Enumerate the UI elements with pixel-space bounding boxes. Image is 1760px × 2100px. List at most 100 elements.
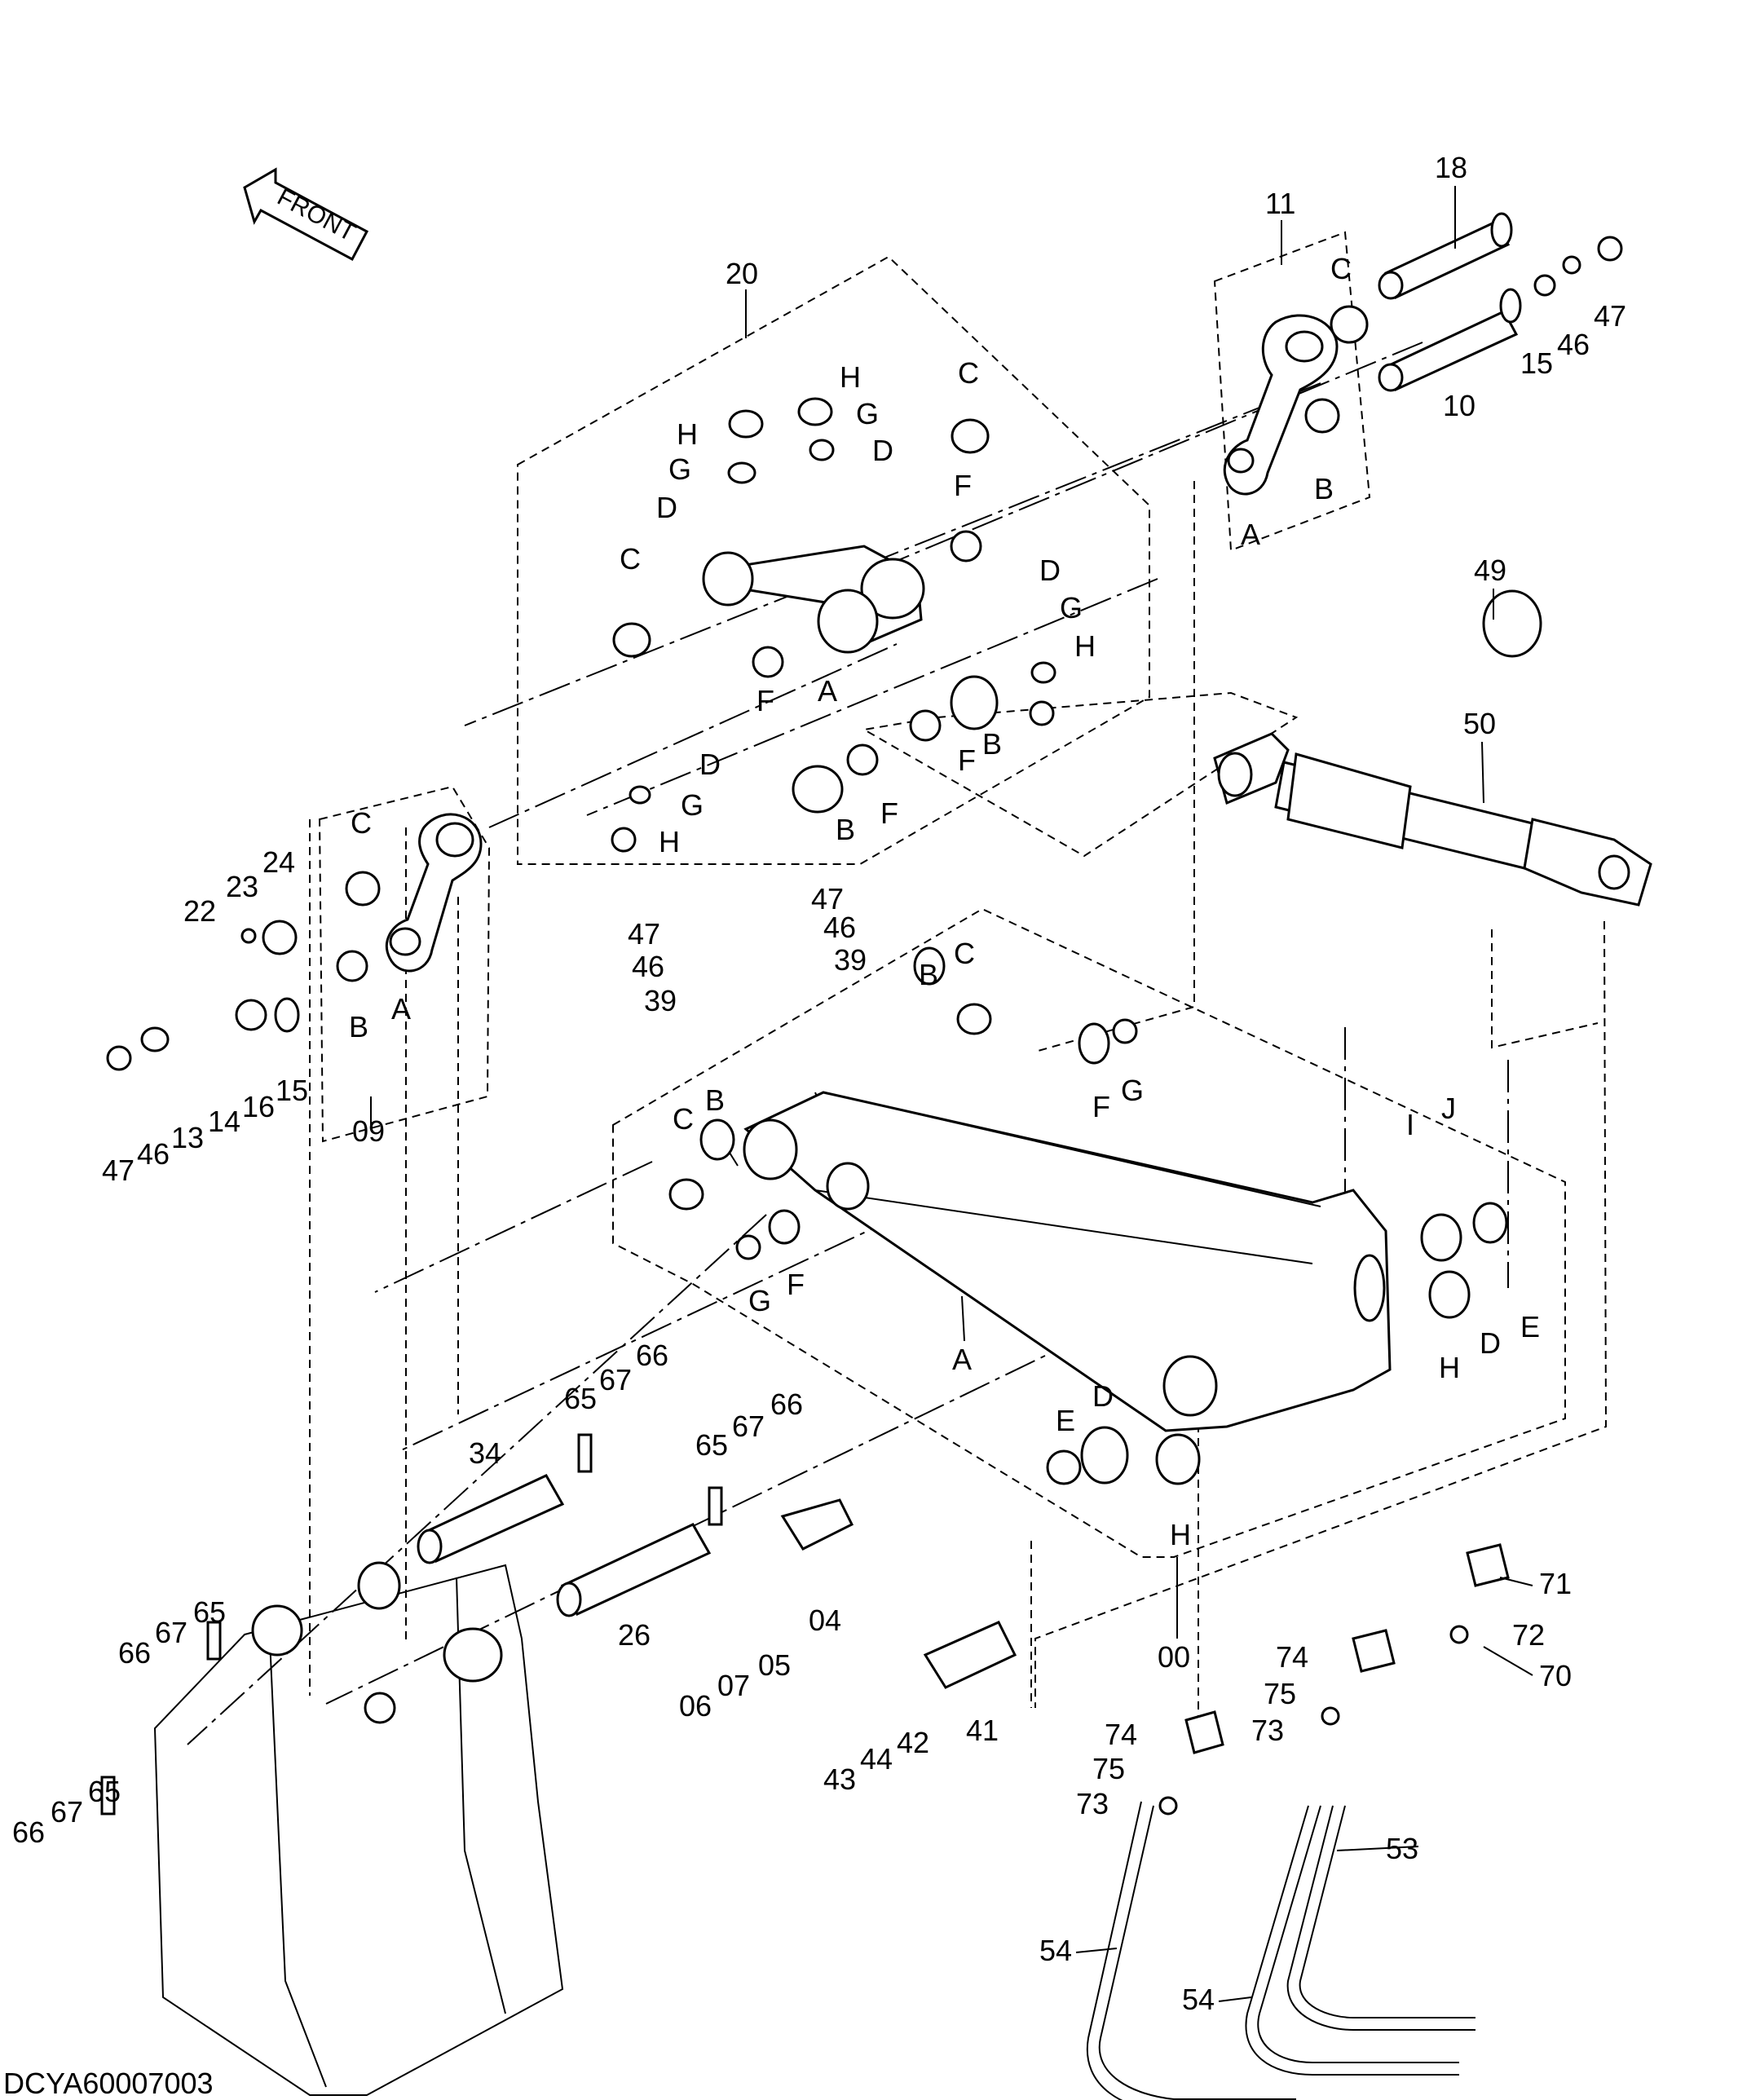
callout-54: 54 xyxy=(1039,1934,1072,1967)
callout-24: 24 xyxy=(262,845,295,879)
callout-47: 47 xyxy=(811,882,844,915)
callout-49: 49 xyxy=(1474,554,1506,587)
callout-47: 47 xyxy=(102,1154,135,1187)
callout-67: 67 xyxy=(155,1616,187,1649)
callout-23: 23 xyxy=(226,870,258,903)
callout-B: B xyxy=(705,1083,725,1117)
callout-71: 71 xyxy=(1539,1567,1572,1600)
callout-75: 75 xyxy=(1092,1752,1125,1785)
callout-E: E xyxy=(1520,1310,1540,1343)
callout-65: 65 xyxy=(564,1382,597,1415)
callout-04: 04 xyxy=(809,1604,841,1637)
callout-70: 70 xyxy=(1539,1659,1572,1692)
callout-16: 16 xyxy=(242,1090,275,1123)
callout-C: C xyxy=(673,1102,694,1136)
callout-F: F xyxy=(787,1268,805,1301)
hoses-53-54 xyxy=(1086,1543,1510,2100)
callout-J: J xyxy=(1441,1092,1456,1125)
callout-H: H xyxy=(1170,1518,1191,1551)
callout-20: 20 xyxy=(726,257,758,290)
callout-D: D xyxy=(1092,1379,1114,1413)
callout-22: 22 xyxy=(183,894,216,928)
callout-67: 67 xyxy=(51,1795,83,1829)
callout-65: 65 xyxy=(193,1595,226,1629)
long-dash-leaders xyxy=(309,481,1608,1720)
callout-39: 39 xyxy=(644,984,677,1017)
callout-50: 50 xyxy=(1463,707,1496,740)
callout-F: F xyxy=(954,469,972,502)
cylinder-outline xyxy=(862,691,1299,858)
callout-11: 11 xyxy=(1265,187,1295,220)
callout-labels: 18 11 C 15 46 47 10 B A 20 H G C D H G D… xyxy=(12,151,1626,2016)
callout-H: H xyxy=(659,825,680,858)
drawing-code: DCYA60007003 xyxy=(3,2067,214,2100)
callout-G: G xyxy=(1121,1074,1144,1107)
callout-C: C xyxy=(620,542,641,576)
callout-D: D xyxy=(872,434,893,467)
callout-26: 26 xyxy=(618,1618,651,1652)
callout-C: C xyxy=(958,356,979,390)
callout-F: F xyxy=(756,684,774,717)
callout-15: 15 xyxy=(276,1074,308,1107)
callout-H: H xyxy=(1439,1351,1460,1384)
callout-46: 46 xyxy=(1557,328,1590,361)
callout-18: 18 xyxy=(1435,151,1467,184)
callout-65: 65 xyxy=(88,1775,121,1808)
callout-C: C xyxy=(954,937,975,970)
pins-18-10 xyxy=(1378,212,1623,392)
callout-66: 66 xyxy=(636,1339,668,1372)
callout-B: B xyxy=(349,1010,368,1043)
callout-43: 43 xyxy=(823,1762,856,1796)
callout-74: 74 xyxy=(1105,1718,1137,1751)
callout-E: E xyxy=(1056,1404,1075,1437)
callout-75: 75 xyxy=(1264,1677,1296,1710)
callout-72: 72 xyxy=(1512,1618,1545,1652)
callout-05: 05 xyxy=(758,1648,791,1682)
callout-G: G xyxy=(856,397,879,430)
callout-66: 66 xyxy=(12,1815,45,1849)
callout-F: F xyxy=(1092,1090,1110,1123)
callout-G: G xyxy=(681,788,704,822)
callout-C: C xyxy=(351,806,372,840)
callout-46: 46 xyxy=(823,911,856,944)
callout-F: F xyxy=(958,743,976,777)
callout-10: 10 xyxy=(1443,389,1475,422)
callout-A: A xyxy=(391,992,411,1026)
callout-13: 13 xyxy=(171,1121,204,1154)
callout-47: 47 xyxy=(628,917,660,951)
callout-07: 07 xyxy=(717,1669,750,1702)
link-09 xyxy=(106,813,483,1071)
callout-67: 67 xyxy=(732,1410,765,1443)
cylinder-50 xyxy=(1213,589,1652,907)
callout-A: A xyxy=(1241,518,1260,551)
callout-39: 39 xyxy=(834,943,867,977)
callout-A: A xyxy=(952,1343,972,1376)
callout-B: B xyxy=(982,727,1002,761)
callout-G: G xyxy=(748,1284,771,1317)
callout-C: C xyxy=(1330,252,1352,285)
callout-66: 66 xyxy=(770,1388,803,1421)
callout-B: B xyxy=(919,958,938,991)
pins-34-26 xyxy=(100,1433,1017,1815)
callout-66: 66 xyxy=(118,1636,151,1670)
callout-H: H xyxy=(840,360,861,394)
boom-00 xyxy=(668,946,1508,1485)
callout-74: 74 xyxy=(1276,1640,1308,1674)
front-direction-arrow: FRONT xyxy=(243,167,369,262)
link-assembly-20 xyxy=(611,397,1056,853)
callout-09: 09 xyxy=(352,1114,385,1148)
leader-lines xyxy=(370,186,1533,2002)
group-09-boundary xyxy=(318,785,491,1143)
callout-46: 46 xyxy=(632,950,664,983)
callout-46: 46 xyxy=(137,1137,170,1171)
callout-65: 65 xyxy=(695,1428,728,1462)
callout-B: B xyxy=(1314,472,1334,505)
callout-I: I xyxy=(1406,1108,1414,1141)
callout-D: D xyxy=(1480,1326,1501,1360)
callout-G: G xyxy=(668,452,691,486)
callout-73: 73 xyxy=(1076,1787,1109,1820)
callout-44: 44 xyxy=(860,1742,893,1776)
callout-D: D xyxy=(656,491,677,524)
group-20-boundary xyxy=(517,255,1150,865)
